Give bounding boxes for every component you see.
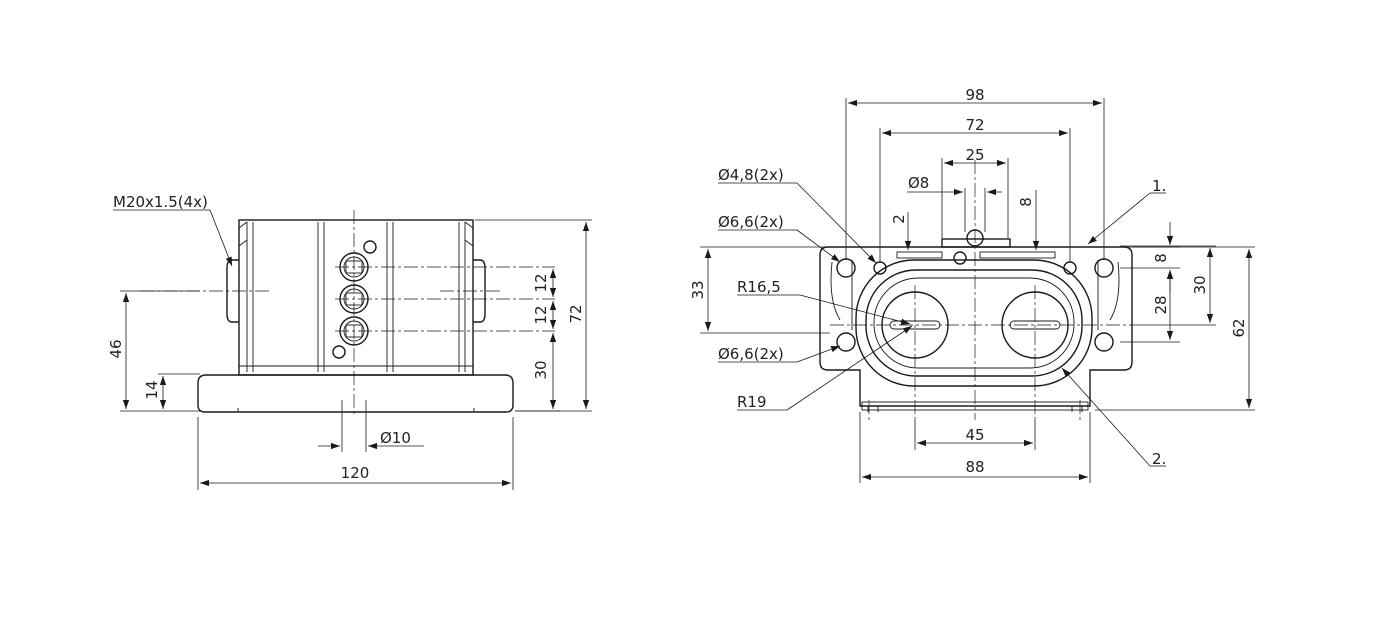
front-inner-housing <box>865 269 1083 377</box>
dim-45: 45 <box>965 426 984 444</box>
side-view: M20x1.5(4x) 46 14 12 12 30 72 Ø10 <box>107 193 592 490</box>
dim-8-right: 8 <box>1152 253 1170 263</box>
front-view: 98 72 25 Ø8 2 8 1. 2. Ø4,8(2x) <box>689 86 1255 483</box>
dia66-top-label: Ø6,6(2x) <box>718 213 784 231</box>
r19-label: R19 <box>737 393 767 411</box>
dim-30-side: 30 <box>532 360 550 379</box>
front-flange <box>819 246 1133 407</box>
dim-dia8: Ø8 <box>908 174 929 192</box>
dim-2: 2 <box>890 214 908 224</box>
side-base-plate <box>197 374 514 413</box>
dim-25: 25 <box>965 146 984 164</box>
dim-12-upper: 12 <box>532 273 550 292</box>
dim-98: 98 <box>965 86 984 104</box>
dim-72-side: 72 <box>567 304 585 323</box>
dim-30-front: 30 <box>1191 275 1209 294</box>
callout-1: 1. <box>1152 177 1166 195</box>
dim-72-front: 72 <box>965 116 984 134</box>
dim-28: 28 <box>1152 295 1170 314</box>
mount-hole-bottom-right <box>1094 332 1114 352</box>
dim-33: 33 <box>689 280 707 299</box>
r165-label: R16,5 <box>737 278 781 296</box>
dim-120: 120 <box>341 464 370 482</box>
screw-hole-top <box>363 240 377 254</box>
top-plunger-cap <box>941 238 1011 248</box>
dim-14: 14 <box>143 380 161 399</box>
mount-hole-bottom-left <box>836 332 856 352</box>
right-thread-boss <box>473 259 486 323</box>
thread-label: M20x1.5(4x) <box>113 193 208 211</box>
dim-dia10: Ø10 <box>380 429 411 447</box>
dim-8-top: 8 <box>1017 197 1035 207</box>
dim-62: 62 <box>1230 318 1248 337</box>
front-outer-housing <box>855 259 1093 387</box>
dia66-bottom-label: Ø6,6(2x) <box>718 345 784 363</box>
dim-12-lower: 12 <box>532 305 550 324</box>
small-hole-center <box>953 251 967 265</box>
screw-hole-bottom <box>332 345 346 359</box>
side-body <box>238 219 474 376</box>
dim-46: 46 <box>107 339 125 358</box>
callout-2: 2. <box>1152 450 1166 468</box>
dia48-label: Ø4,8(2x) <box>718 166 784 184</box>
dim-88: 88 <box>965 458 984 476</box>
